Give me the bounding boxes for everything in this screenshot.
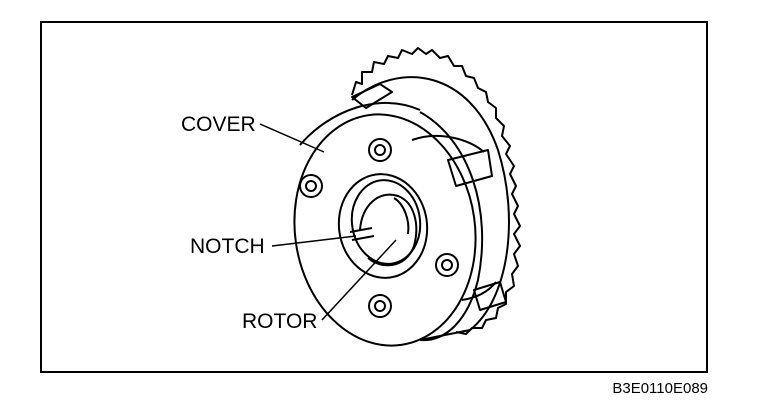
rotor-hub — [359, 193, 418, 267]
notch-leader — [271, 235, 357, 247]
bolt-hole-right — [435, 253, 459, 277]
rotor-label: ROTOR — [242, 310, 318, 333]
bolt-hole-bottom — [368, 294, 392, 318]
sprocket-teeth — [351, 47, 521, 335]
notch-mark — [349, 227, 375, 241]
notch-label: NOTCH — [190, 235, 265, 258]
bolt-hole-top — [368, 138, 392, 162]
cover-leader — [259, 123, 325, 153]
bolt-hole-left — [299, 174, 323, 198]
figure-code: B3E0110E089 — [612, 380, 708, 397]
lug-top — [351, 83, 393, 109]
drum-body — [351, 76, 510, 341]
center-bore — [337, 173, 429, 279]
lug-mid — [447, 149, 493, 187]
rotor-leader — [321, 239, 397, 321]
figure-frame — [40, 21, 708, 373]
cover-label: COVER — [181, 113, 256, 136]
lug-bottom — [473, 281, 507, 311]
